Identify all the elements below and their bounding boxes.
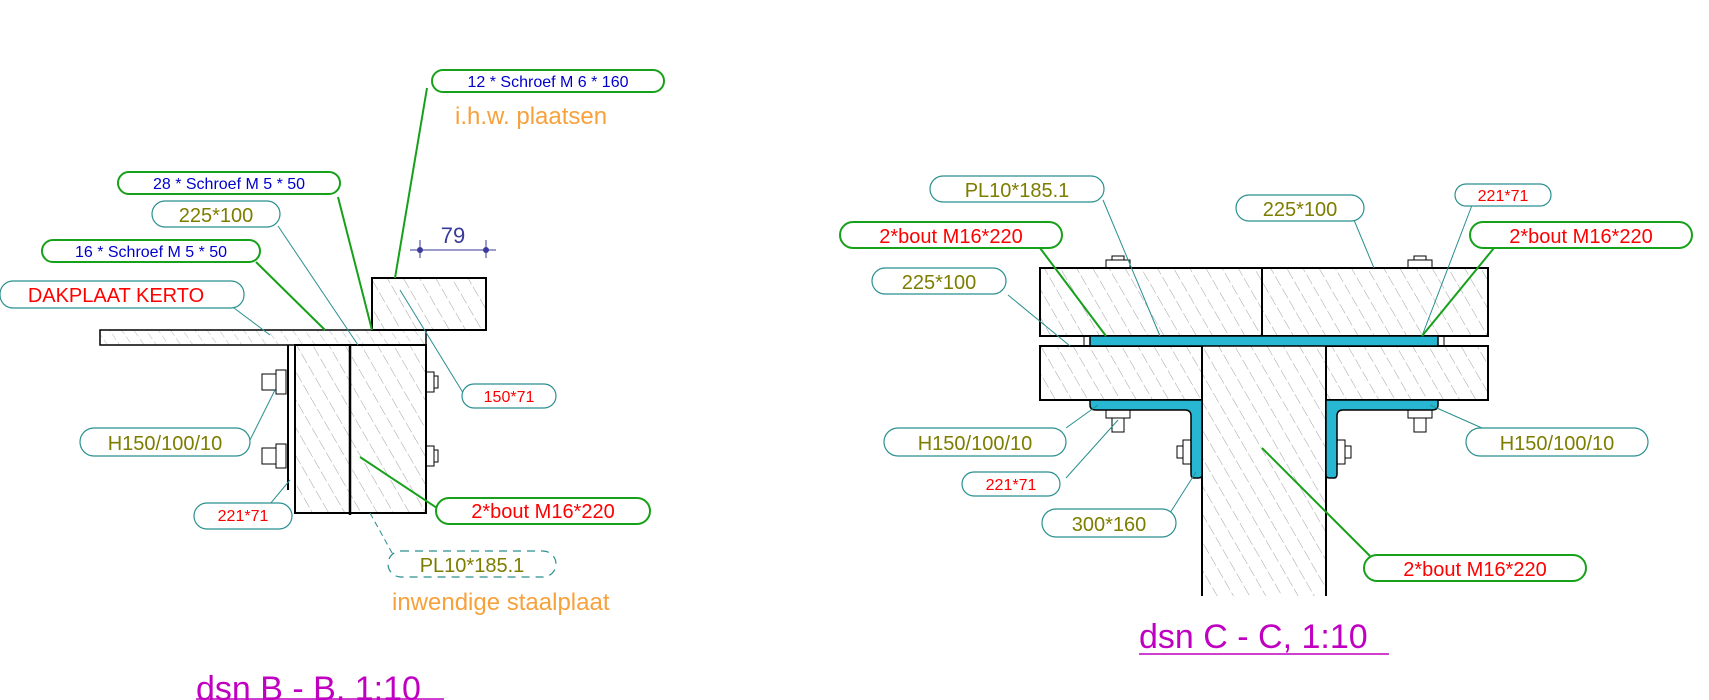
tag-bolt-b: 2*bout M16*220: [435, 497, 651, 525]
mid-beam-c-left: [1039, 345, 1203, 401]
leader-h150-left-c: [1065, 404, 1099, 429]
bolt-head-b2: [261, 443, 287, 469]
leader-plate-c: [1102, 199, 1161, 337]
tag-bolt-right-c: 2*bout M16*220: [1469, 221, 1693, 249]
tag-221-bottom-c: 221*71: [961, 471, 1061, 497]
tag-225-b-text: 225*100: [179, 205, 254, 227]
tag-221-b-text: 221*71: [218, 508, 269, 525]
bolt-top-c1: [1105, 255, 1131, 269]
leader-screw-28: [337, 196, 373, 331]
tag-150-text: 150*71: [484, 389, 535, 406]
tag-h150-right-c: H150/100/10: [1465, 427, 1649, 457]
tag-221-top-c: 221*71: [1454, 183, 1552, 207]
bolt-bottom-c1: [1105, 409, 1131, 433]
tag-150: 150*71: [461, 383, 557, 409]
bolt-top-c2: [1407, 255, 1433, 269]
bolt-side-c1: [1176, 439, 1192, 465]
tag-225-b: 225*100: [151, 200, 281, 228]
tag-300-c-text: 300*160: [1072, 514, 1147, 536]
tag-h150-left-c: H150/100/10: [883, 427, 1067, 457]
detail-b: 79 12 * Schroef M 6 * 160 i.h.w. plaatse…: [0, 69, 665, 700]
leader-225: [277, 225, 359, 346]
leader-bolt-b: [359, 456, 441, 511]
leader-plate-b: [369, 512, 397, 561]
tag-screw-28-text: 28 * Schroef M 5 * 50: [153, 176, 305, 193]
tag-h150-b-text: H150/100/10: [108, 433, 223, 455]
tag-225-top-c-text: 225*100: [1263, 199, 1338, 221]
tag-screw-16-text: 16 * Schroef M 5 * 50: [75, 244, 227, 261]
tag-h150-left-c-text: H150/100/10: [918, 433, 1033, 455]
bolt-side-c2: [1336, 439, 1352, 465]
steel-angle-right: [1325, 399, 1439, 479]
detail-c: PL10*185.1 225*100 221*71 2*bout M16*220…: [839, 175, 1693, 656]
tag-bolt-left-c-text: 2*bout M16*220: [879, 226, 1022, 248]
leader-bolt-bottom-c: [1261, 447, 1371, 557]
dimension-79-label: 79: [441, 223, 465, 248]
tag-221-b: 221*71: [193, 502, 293, 530]
leader-dakplaat: [233, 307, 271, 336]
detail-b-title: dsn B - B, 1:10: [196, 670, 421, 700]
post-right-b: [349, 344, 427, 514]
post-c: [1202, 346, 1326, 596]
tag-screw-28: 28 * Schroef M 5 * 50: [117, 171, 341, 195]
tag-screw-12-text: 12 * Schroef M 6 * 160: [468, 74, 629, 91]
plate-end-left: [1083, 335, 1091, 347]
plate-end-right: [1437, 335, 1445, 347]
top-beam-b: [371, 277, 487, 331]
bolt-nut-b1: [425, 371, 435, 393]
tag-225-left-c: 225*100: [871, 267, 1007, 295]
leader-221-bottom-c: [1065, 419, 1119, 479]
tag-bolt-right-c-text: 2*bout M16*220: [1509, 226, 1652, 248]
tag-plate-b: PL10*185.1: [387, 550, 557, 578]
detail-c-title: dsn C - C, 1:10: [1139, 618, 1368, 656]
tag-221-top-c-text: 221*71: [1478, 188, 1529, 205]
tag-dakplaat-text: DAKPLAAT KERTO: [28, 285, 204, 307]
washer-b2: [433, 449, 439, 463]
top-beam-c-left: [1039, 267, 1263, 337]
tag-dakplaat: DAKPLAAT KERTO: [0, 280, 245, 309]
leader-225-left-c: [1007, 294, 1071, 347]
tag-plate-b-text: PL10*185.1: [420, 555, 525, 577]
steel-angle-left: [1089, 399, 1203, 479]
mid-beam-c-right: [1325, 345, 1489, 401]
leader-h150-right-c: [1429, 404, 1483, 429]
tag-h150-b: H150/100/10: [79, 427, 251, 457]
post-left-b: [294, 344, 351, 514]
tag-screw-12: 12 * Schroef M 6 * 160: [431, 69, 665, 93]
washer-b1: [433, 375, 439, 389]
bolt-nut-b2: [425, 445, 435, 467]
leader-h150-b: [249, 389, 276, 441]
bolt-bottom-c2: [1407, 409, 1433, 433]
bolt-head-b1: [261, 369, 287, 395]
tag-bolt-b-text: 2*bout M16*220: [471, 501, 614, 523]
tag-screw-16: 16 * Schroef M 5 * 50: [41, 239, 261, 263]
top-beam-c-right: [1261, 267, 1489, 337]
tag-221-bottom-c-text: 221*71: [986, 477, 1037, 494]
tag-h150-right-c-text: H150/100/10: [1500, 433, 1615, 455]
tag-bolt-left-c: 2*bout M16*220: [839, 221, 1063, 249]
leader-screw-16: [255, 261, 326, 331]
steel-plate-c: [1089, 335, 1439, 347]
leader-150: [399, 289, 466, 397]
place-on-site-text: i.h.w. plaatsen: [455, 103, 607, 130]
tag-plate-c-text: PL10*185.1: [965, 180, 1070, 202]
leader-225-top-c: [1353, 219, 1375, 269]
leader-221-top-c: [1421, 199, 1475, 337]
leader-screw-12: [394, 87, 428, 279]
tag-225-top-c: 225*100: [1235, 194, 1365, 222]
roof-plate-b: [99, 329, 427, 346]
tag-plate-c: PL10*185.1: [929, 175, 1105, 203]
tag-225-left-c-text: 225*100: [902, 272, 977, 294]
leader-300-c: [1169, 471, 1197, 514]
dimension-79: [410, 240, 496, 258]
tag-300-c: 300*160: [1041, 508, 1177, 538]
leader-bolt-left-c: [1039, 247, 1107, 337]
tag-bolt-bottom-c-text: 2*bout M16*220: [1403, 559, 1546, 581]
internal-plate-text: inwendige staalplaat: [392, 589, 610, 616]
tag-bolt-bottom-c: 2*bout M16*220: [1363, 554, 1587, 582]
leader-bolt-right-c: [1421, 247, 1495, 337]
